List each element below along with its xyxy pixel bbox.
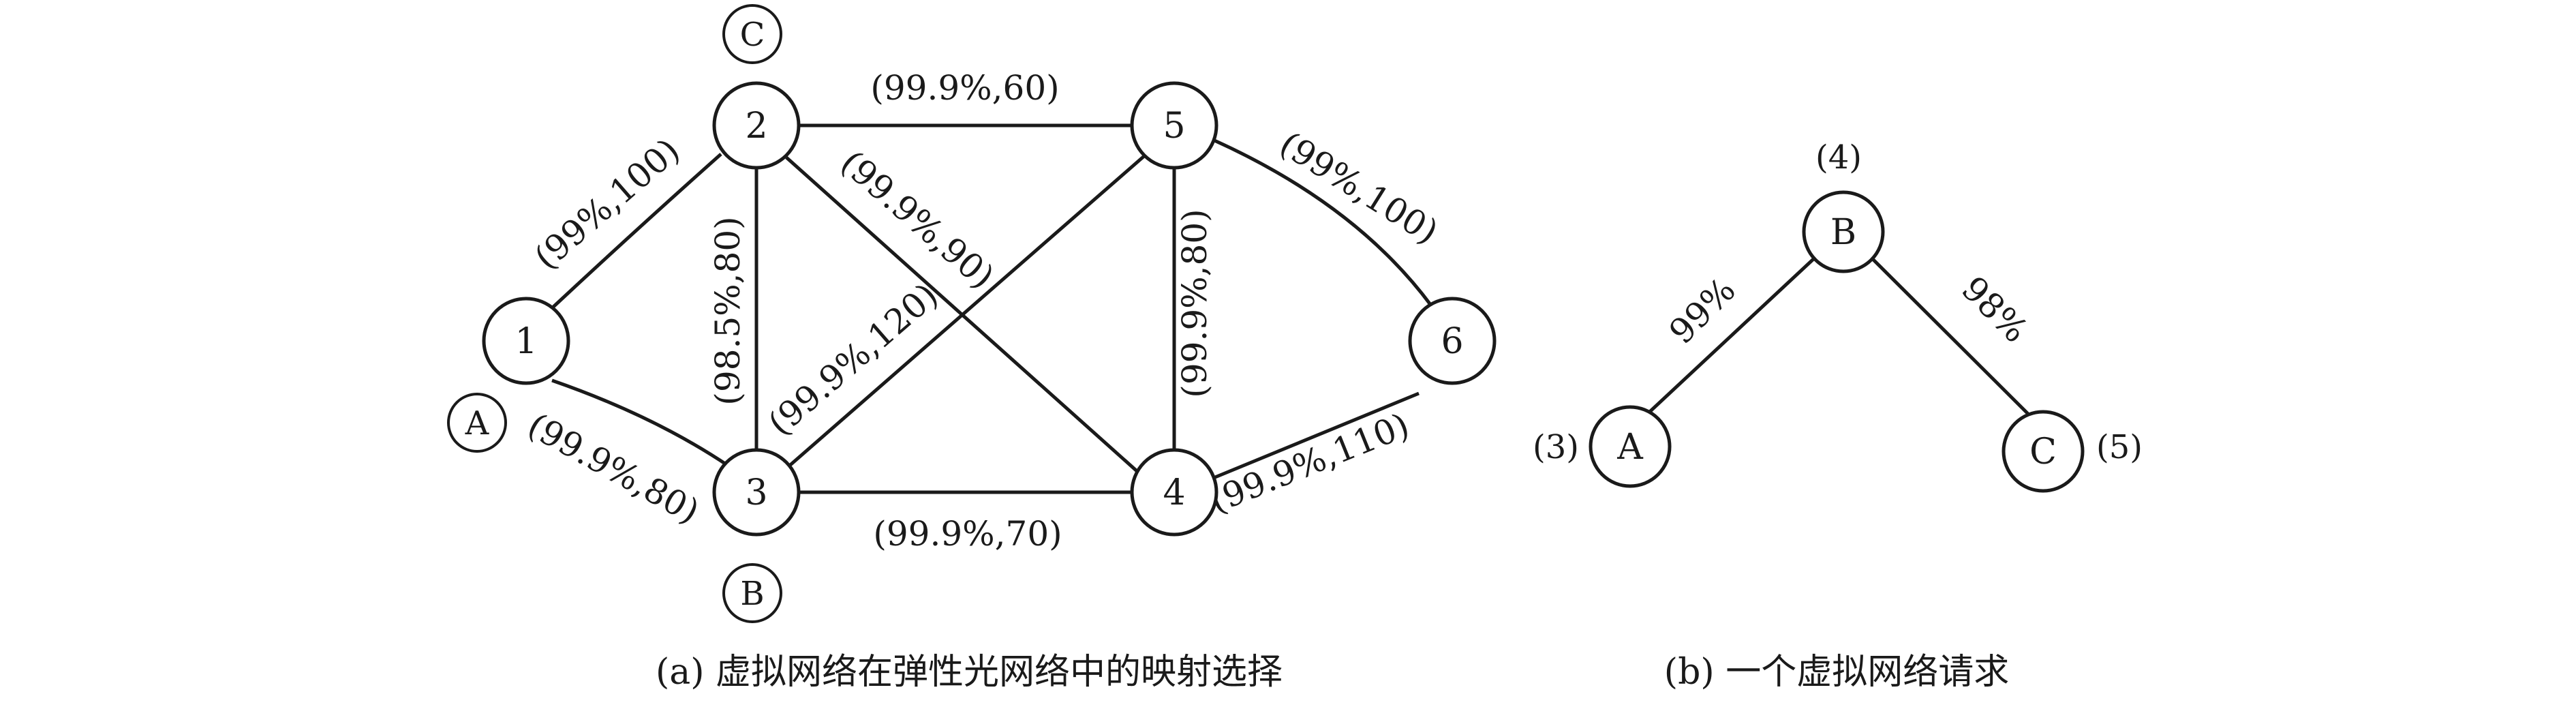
mapping-c: (5)	[2096, 428, 2143, 466]
node-6: 6	[1408, 297, 1497, 385]
vnode-a: A	[1589, 405, 1672, 488]
edge-label-5-6: (99%,100)	[1273, 124, 1445, 252]
tag-c-label: C	[740, 16, 765, 54]
edge-label-1-3: (99.9%,80)	[521, 406, 706, 532]
node-1: 1	[482, 297, 570, 385]
node-1-label: 1	[515, 321, 537, 362]
edge-label-b-c: 98%	[1954, 269, 2036, 350]
node-5: 5	[1130, 81, 1218, 170]
tag-a-at-node-1: A	[447, 393, 507, 453]
node-3: 3	[712, 448, 801, 537]
vnode-c: C	[2002, 410, 2085, 493]
vnode-c-label: C	[2029, 432, 2057, 472]
node-4-label: 4	[1163, 472, 1185, 513]
mapping-b: (4)	[1815, 138, 1862, 177]
edge-b-c	[1871, 258, 2034, 420]
edge-1-3	[551, 378, 731, 468]
vnode-b: B	[1802, 190, 1885, 273]
edge-label-2-3: (98.5%,80)	[708, 216, 748, 405]
edge-label-3-5: (99.9%,120)	[761, 275, 945, 444]
edge-2-4	[785, 156, 1143, 477]
node-6-label: 6	[1441, 321, 1463, 362]
edge-b-a	[1641, 258, 1815, 420]
tag-a-label: A	[465, 404, 490, 442]
edge-5-6	[1213, 138, 1433, 307]
edge-label-5-4: (99.9%,80)	[1175, 209, 1214, 397]
node-2-label: 2	[745, 106, 767, 147]
node-5-label: 5	[1163, 106, 1185, 147]
vnode-b-label: B	[1830, 212, 1856, 253]
node-4: 4	[1130, 448, 1218, 537]
panel-b-virtual-network-request: 99% 98% B A C (4) (3) (5) (b) 一个虚拟网络请求	[1533, 138, 2143, 693]
edge-1-2	[552, 153, 722, 308]
caption-b: (b) 一个虚拟网络请求	[1664, 652, 2009, 693]
edge-4-6	[1214, 391, 1420, 479]
vnode-a-label: A	[1616, 427, 1644, 468]
tag-b-at-node-3: B	[722, 563, 782, 623]
panel-a-substrate-network: (99%,100) (99.9%,80) (98.5%,80) (99.9%,6…	[447, 4, 1497, 693]
tag-b-label: B	[740, 575, 764, 613]
edge-label-2-5: (99.9%,60)	[870, 68, 1059, 108]
edge-3-5	[786, 154, 1146, 469]
caption-a: (a) 虚拟网络在弹性光网络中的映射选择	[656, 652, 1283, 693]
edge-label-4-6: (99.9%,110)	[1204, 405, 1414, 521]
node-3-label: 3	[745, 472, 767, 513]
node-2: 2	[712, 81, 801, 170]
tag-c-at-node-2: C	[722, 4, 782, 64]
mapping-a: (3)	[1533, 428, 1579, 466]
edge-label-b-a: 99%	[1661, 270, 1743, 352]
edge-label-3-4: (99.9%,70)	[873, 514, 1062, 554]
